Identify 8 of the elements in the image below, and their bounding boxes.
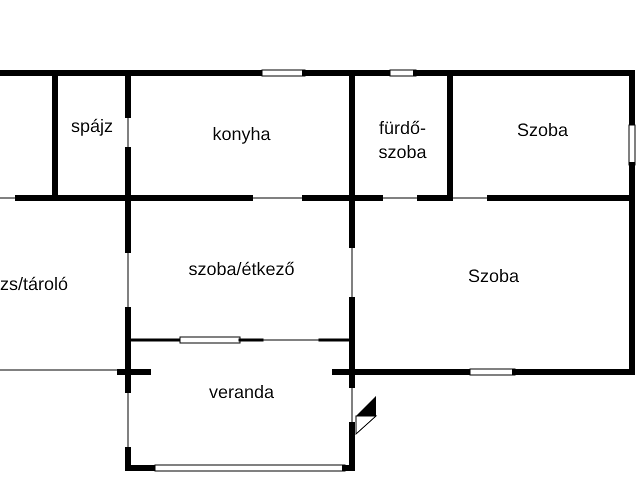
room-label: konyha — [212, 122, 271, 146]
room-label: szoba/étkező — [188, 258, 295, 281]
room-label: zs/tároló — [0, 272, 68, 296]
room-label: spájz — [70, 114, 114, 138]
room-label: Szoba — [468, 264, 520, 288]
room-label: fürdő- szoba — [377, 116, 428, 164]
room-label: Szoba — [516, 118, 568, 142]
room-label: veranda — [208, 380, 274, 404]
